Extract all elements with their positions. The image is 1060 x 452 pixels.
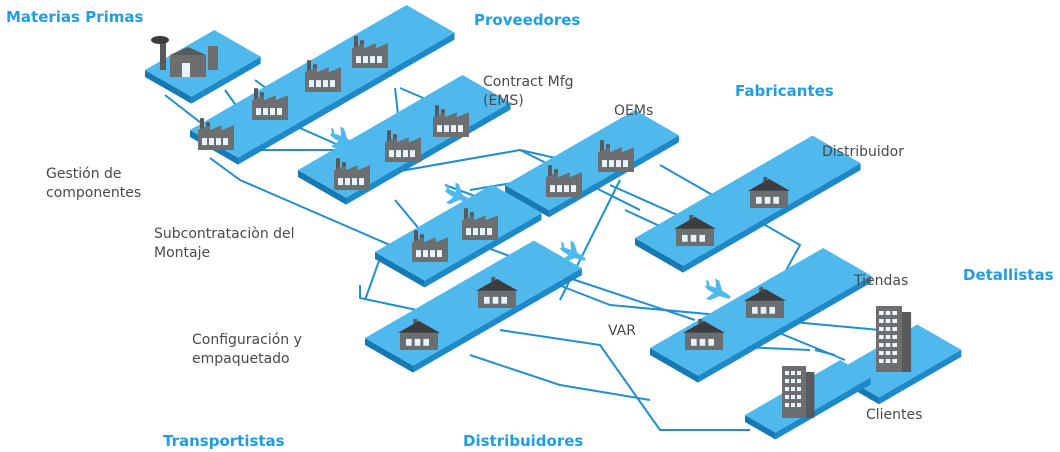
label-clientes: Clientes: [866, 407, 923, 423]
label-gestion-componentes: Gestión de componentes: [46, 165, 141, 203]
platform-edge: [375, 252, 425, 288]
platform-side: [683, 163, 861, 273]
platform-edge: [505, 185, 549, 218]
house-icon: [744, 286, 786, 318]
house-icon: [398, 318, 440, 350]
airplane-icon: [560, 240, 586, 263]
label-gestion-line1: Gestión de: [46, 166, 122, 182]
factory-icon: [252, 88, 288, 120]
platform-side: [775, 377, 871, 440]
label-contract-mfg-line1: Contract Mfg: [483, 74, 574, 90]
platform-side: [698, 275, 872, 383]
airplane-icon: [705, 278, 731, 301]
factory-icon: [462, 208, 498, 240]
raw-plant-icon: [151, 36, 218, 77]
label-configuracion: Configuración y empaquetado: [192, 331, 302, 369]
platform-edge: [298, 170, 346, 205]
category-materias-primas: Materias Primas: [6, 8, 144, 26]
factory-icon: [598, 140, 634, 172]
airplane-icon: [445, 182, 471, 205]
platform-side: [879, 349, 962, 405]
connector-line: [364, 257, 381, 301]
connector-line: [394, 199, 421, 231]
label-var: VAR: [608, 323, 636, 339]
label-subcontratacion-line2: Montaje: [154, 245, 211, 261]
label-subcontratacion: Subcontrataciòn del Montaje: [154, 225, 295, 263]
platform-edge: [745, 415, 776, 440]
factory-icon: [334, 158, 370, 190]
platform-side: [346, 102, 511, 205]
factory-icon: [546, 165, 582, 197]
platform-side: [191, 56, 261, 104]
category-detallistas: Detallistas: [963, 266, 1054, 284]
platform-side: [413, 268, 582, 373]
label-contract-mfg-line2: (EMS): [483, 93, 524, 109]
category-fabricantes: Fabricantes: [735, 82, 834, 100]
connector-line: [499, 329, 750, 431]
factory-icon: [352, 36, 388, 68]
label-oems: OEMs: [614, 103, 654, 119]
platform-edge: [365, 338, 413, 373]
airplane-icon: [330, 126, 356, 149]
factory-icon: [198, 118, 234, 150]
house-icon: [748, 176, 790, 208]
platform-edge: [650, 348, 698, 383]
platform-side: [238, 32, 455, 165]
label-subcontratacion-line1: Subcontrataciòn del: [154, 226, 295, 242]
platform-side: [424, 213, 542, 288]
label-tiendas: Tiendas: [854, 273, 909, 289]
platform-top: [298, 75, 511, 198]
platform-edge: [145, 70, 192, 104]
factory-icon: [385, 130, 421, 162]
factory-icon: [433, 105, 469, 137]
platform-top: [505, 110, 679, 211]
category-proveedores: Proveedores: [474, 11, 581, 29]
house-icon: [476, 276, 518, 308]
label-gestion-line2: componentes: [46, 185, 142, 201]
category-transportistas: Transportistas: [163, 432, 285, 450]
label-configuracion-line2: empaquetado: [192, 351, 290, 367]
office-tower-icon: [782, 366, 815, 418]
platform-contract-mfg: [298, 75, 511, 205]
office-tower-icon: [876, 306, 912, 372]
category-distribuidores: Distribuidores: [463, 432, 584, 450]
factory-icon: [412, 230, 448, 262]
house-icon: [674, 214, 716, 246]
label-contract-mfg: Contract Mfg (EMS): [483, 73, 574, 111]
label-configuracion-line1: Configuración y: [192, 332, 302, 348]
connector-line: [209, 157, 421, 259]
house-icon: [683, 318, 725, 350]
connector-line: [469, 354, 651, 401]
platform-edge: [635, 238, 683, 273]
factory-icon: [305, 60, 341, 92]
platform-oems: [505, 110, 679, 218]
label-distribuidor: Distribuidor: [822, 144, 904, 160]
